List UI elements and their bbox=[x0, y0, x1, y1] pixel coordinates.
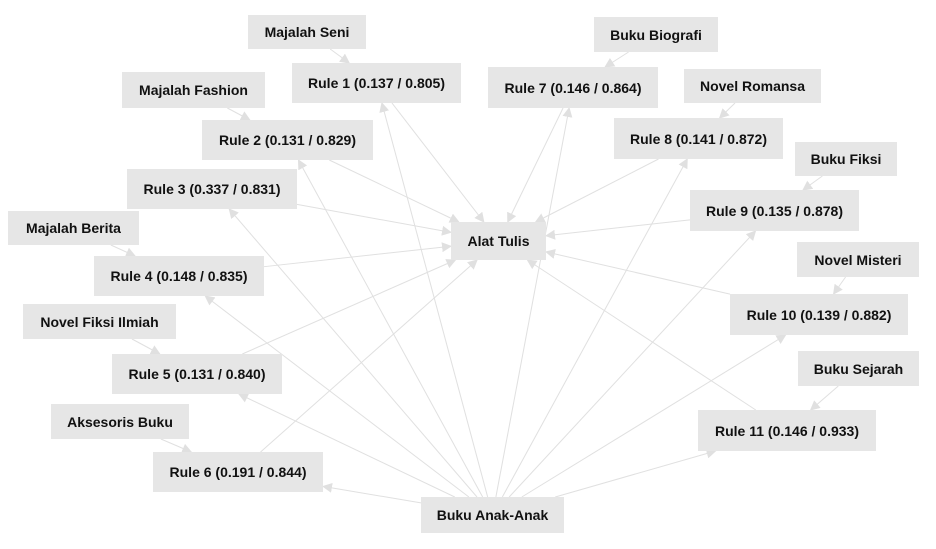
node-rule-6: Rule 6 (0.191 / 0.844) bbox=[153, 452, 323, 492]
node-rule-5: Rule 5 (0.131 / 0.840) bbox=[112, 354, 282, 394]
node-novel-fiksi-ilmiah: Novel Fiksi Ilmiah bbox=[23, 304, 176, 339]
node-rule-2: Rule 2 (0.131 / 0.829) bbox=[202, 120, 373, 160]
edge-buku_anak_anak-to-rule8 bbox=[501, 158, 688, 498]
edge-buku_anak_anak-to-rule1 bbox=[379, 102, 489, 498]
node-buku-anak-anak: Buku Anak-Anak bbox=[421, 497, 564, 533]
node-rule-11: Rule 11 (0.146 / 0.933) bbox=[698, 410, 876, 451]
edge-buku_anak_anak-to-rule6 bbox=[322, 482, 422, 504]
edge-buku_anak_anak-to-rule7 bbox=[495, 107, 573, 498]
node-rule-1: Rule 1 (0.137 / 0.805) bbox=[292, 63, 461, 103]
edge-majalah_seni-to-rule1 bbox=[329, 48, 351, 64]
edge-rule4-to-alat_tulis bbox=[263, 242, 452, 268]
node-rule-3: Rule 3 (0.337 / 0.831) bbox=[127, 169, 297, 209]
edge-rule9-to-alat_tulis bbox=[545, 219, 691, 240]
node-rule-4: Rule 4 (0.148 / 0.835) bbox=[94, 256, 264, 296]
node-rule-9: Rule 9 (0.135 / 0.878) bbox=[690, 190, 859, 231]
edge-buku_anak_anak-to-rule9 bbox=[508, 230, 757, 498]
edge-novel_fiksi_ilmiah-to-rule5 bbox=[131, 338, 161, 355]
node-buku-biografi: Buku Biografi bbox=[594, 17, 718, 52]
node-rule-7: Rule 7 (0.146 / 0.864) bbox=[488, 67, 658, 108]
node-buku-sejarah: Buku Sejarah bbox=[798, 351, 919, 386]
edge-rule7-to-alat_tulis bbox=[507, 107, 564, 223]
edge-buku_anak_anak-to-rule4 bbox=[204, 295, 470, 498]
edge-rule2-to-alat_tulis bbox=[329, 159, 460, 223]
edge-novel_misteri-to-rule10 bbox=[832, 276, 846, 295]
node-rule-8: Rule 8 (0.141 / 0.872) bbox=[614, 118, 783, 159]
node-majalah-seni: Majalah Seni bbox=[248, 15, 366, 49]
edge-rule8-to-alat_tulis bbox=[534, 158, 659, 223]
node-novel-misteri: Novel Misteri bbox=[797, 242, 919, 277]
edge-buku_biografi-to-rule7 bbox=[604, 51, 629, 68]
edge-rule5-to-alat_tulis bbox=[242, 259, 457, 355]
edge-buku_anak_anak-to-rule5 bbox=[238, 393, 455, 498]
edge-buku_sejarah-to-rule11 bbox=[809, 385, 839, 411]
node-novel-romansa: Novel Romansa bbox=[684, 69, 821, 103]
edge-aksesoris_buku-to-rule6 bbox=[160, 438, 193, 454]
node-majalah-fashion: Majalah Fashion bbox=[122, 72, 265, 108]
node-alat-tulis: Alat Tulis bbox=[451, 222, 546, 260]
edge-majalah_fashion-to-rule2 bbox=[227, 107, 251, 121]
edge-rule10-to-alat_tulis bbox=[545, 249, 731, 295]
edge-rule11-to-alat_tulis bbox=[526, 259, 757, 411]
edge-buku_anak_anak-to-rule2 bbox=[297, 159, 484, 498]
edge-buku_anak_anak-to-rule3 bbox=[228, 208, 478, 498]
edge-rule1-to-alat_tulis bbox=[391, 102, 485, 223]
edge-novel_romansa-to-rule8 bbox=[718, 102, 736, 119]
edge-rule3-to-alat_tulis bbox=[296, 203, 452, 236]
node-majalah-berita: Majalah Berita bbox=[8, 211, 139, 245]
node-aksesoris-buku: Aksesoris Buku bbox=[51, 404, 189, 439]
edge-rule6-to-alat_tulis bbox=[260, 259, 478, 453]
edge-buku_fiksi-to-rule9 bbox=[802, 175, 823, 191]
node-rule-10: Rule 10 (0.139 / 0.882) bbox=[730, 294, 908, 335]
edge-majalah_berita-to-rule4 bbox=[110, 244, 136, 257]
node-buku-fiksi: Buku Fiksi bbox=[795, 142, 897, 176]
edge-buku_anak_anak-to-rule11 bbox=[555, 448, 717, 498]
edge-buku_anak_anak-to-rule10 bbox=[521, 334, 787, 498]
